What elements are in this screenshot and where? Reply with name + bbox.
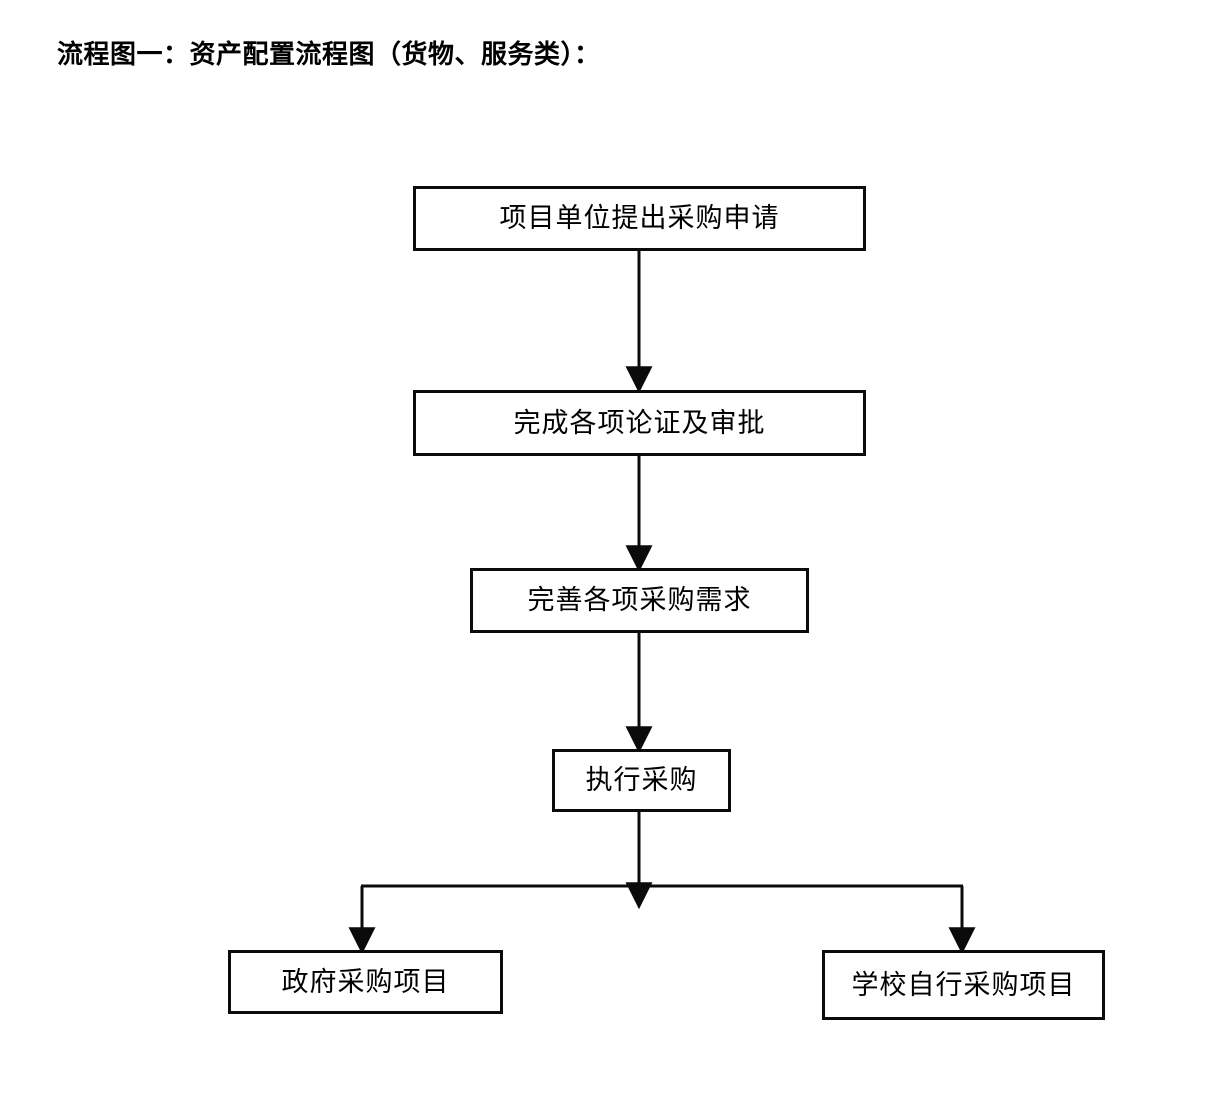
- flow-node-government-procurement-label: 政府采购项目: [281, 966, 450, 997]
- flow-node-government-procurement[interactable]: 政府采购项目: [228, 950, 503, 1014]
- flow-node-review-label: 完成各项论证及审批: [513, 407, 766, 438]
- flow-node-demand-label: 完善各项采购需求: [527, 585, 752, 615]
- flow-node-execute[interactable]: 执行采购: [552, 749, 731, 812]
- flow-node-school-self-procurement[interactable]: 学校自行采购项目: [822, 950, 1105, 1020]
- flow-node-school-self-procurement-label: 学校自行采购项目: [851, 969, 1076, 1000]
- flow-node-execute-label: 执行采购: [585, 765, 698, 795]
- flow-node-request-label: 项目单位提出采购申请: [499, 203, 780, 233]
- flow-node-review[interactable]: 完成各项论证及审批: [413, 390, 866, 456]
- flow-node-demand[interactable]: 完善各项采购需求: [470, 568, 809, 633]
- page-title: 流程图一：资产配置流程图（货物、服务类）：: [57, 40, 601, 70]
- flow-node-request[interactable]: 项目单位提出采购申请: [413, 186, 866, 251]
